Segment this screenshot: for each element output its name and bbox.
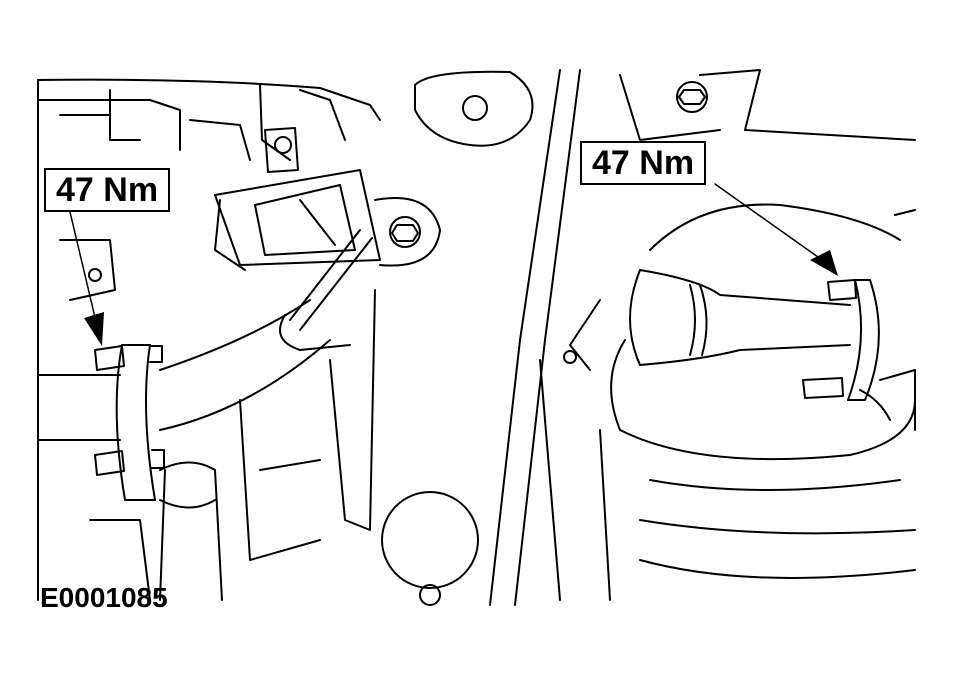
figure-id-label: E0001085: [40, 582, 168, 613]
leader-lines: [70, 184, 825, 330]
drain-plug: [382, 492, 478, 605]
left-callout-arrowhead: [84, 312, 104, 346]
right-panel-detail: [600, 70, 915, 600]
right-callout-arrowhead: [810, 250, 838, 276]
left-panel-detail: [38, 80, 440, 600]
left-torque-callout: 47 Nm: [44, 168, 171, 212]
frame-rail: [490, 70, 600, 605]
right-torque-callout: 47 Nm: [580, 141, 707, 185]
upper-mount-plate: [415, 72, 533, 146]
